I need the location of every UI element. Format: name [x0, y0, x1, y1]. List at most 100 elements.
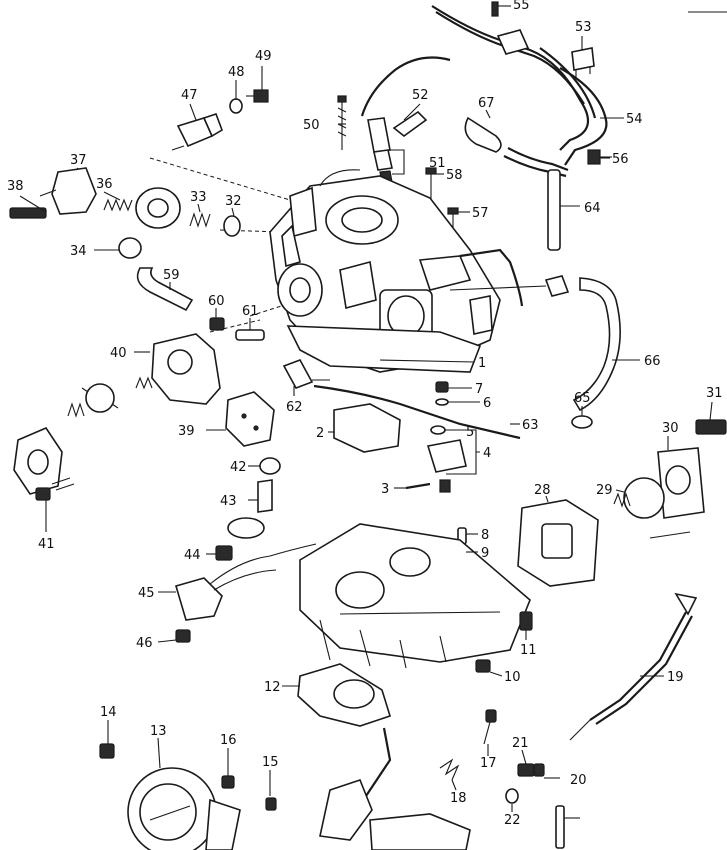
- part-diaphragm-cover-small: [81, 383, 119, 413]
- label-2: 2: [316, 426, 324, 441]
- part-28-pump-body: [517, 499, 599, 587]
- label-38: 39: [178, 424, 195, 439]
- part-5-washer: [430, 425, 446, 435]
- part-35-spring: [103, 198, 133, 212]
- label-21: 21: [512, 736, 529, 751]
- part-48-bolt: [246, 89, 269, 103]
- label-28: 28: [534, 483, 551, 498]
- label-51: 52: [412, 88, 429, 103]
- part-33-spring: [189, 212, 211, 228]
- label-6: 6: [483, 396, 491, 411]
- part-52-connector: [571, 47, 595, 78]
- label-8: 8: [481, 528, 489, 543]
- part-linkage-rod: [459, 248, 570, 307]
- part-50-switch: [360, 56, 451, 184]
- part-16-nut: [221, 775, 235, 789]
- part-59-bolt: [209, 317, 225, 331]
- label-13: 13: [150, 724, 167, 739]
- label-50: 51: [429, 156, 446, 171]
- label-39: 40: [110, 346, 127, 361]
- part-44-switch: [175, 543, 317, 621]
- part-30-plate: [657, 447, 705, 519]
- part-53-harness: [539, 47, 608, 166]
- label-49: 50: [303, 118, 320, 133]
- label-7: 7: [475, 382, 483, 397]
- label-20: 20: [570, 773, 587, 788]
- label-67: 67: [478, 96, 495, 111]
- label-57: 58: [446, 168, 463, 183]
- part-61-solenoid: [282, 359, 330, 389]
- part-39-housing: [151, 333, 221, 405]
- part-54-screw: [491, 1, 499, 17]
- part-60-pin: [235, 329, 265, 341]
- part-40-housing: [13, 427, 75, 501]
- part-wire-harness: [431, 5, 590, 151]
- part-21-fitting: [517, 763, 535, 777]
- label-18: 18: [450, 791, 467, 806]
- label-29: 29: [596, 483, 613, 498]
- label-41: 42: [230, 460, 247, 475]
- part-37-screw: [9, 207, 47, 219]
- part-throttle-linkage: [319, 727, 471, 850]
- part-2-sensor: [333, 403, 401, 453]
- label-40: 41: [38, 537, 55, 552]
- guide-line: [149, 157, 291, 201]
- part-63-tube: [547, 169, 561, 251]
- label-61: 62: [286, 400, 303, 415]
- part-1-gasket: [286, 325, 482, 373]
- label-35: 36: [96, 177, 113, 192]
- part-7-nut: [435, 381, 449, 393]
- label-4: 4: [483, 446, 491, 461]
- part-13-cover: [127, 767, 241, 850]
- label-32: 32: [225, 194, 242, 209]
- part-38-cover-plate: [225, 391, 275, 447]
- label-16: 16: [220, 733, 237, 748]
- label-54: 55: [513, 0, 530, 13]
- part-3-pin: [405, 482, 431, 490]
- part-36-cover: [39, 167, 97, 215]
- part-14-screw: [99, 743, 115, 759]
- part-29-diaphragm: [613, 477, 691, 539]
- part-diaphragm-housing: [135, 187, 181, 229]
- part-11-screw: [519, 611, 533, 631]
- label-55: 56: [612, 152, 629, 167]
- leader-lines: [19, 5, 713, 819]
- label-10: 10: [504, 670, 521, 685]
- label-36: 37: [70, 153, 87, 168]
- part-41-ring: [259, 457, 281, 475]
- label-37: 38: [7, 179, 24, 194]
- label-48: 49: [255, 49, 272, 64]
- part-66-clamp: [571, 415, 593, 429]
- part-20-nut: [533, 763, 545, 777]
- label-60: 61: [242, 304, 259, 319]
- label-12: 12: [264, 680, 281, 695]
- part-49-screw: [337, 95, 347, 150]
- part-32-washer: [223, 215, 241, 237]
- label-66: 65: [574, 391, 591, 406]
- part-6-washer: [435, 398, 449, 406]
- label-14: 14: [100, 705, 117, 720]
- part-17-screw: [483, 709, 497, 745]
- label-17: 17: [480, 756, 497, 771]
- label-62: 63: [522, 418, 539, 433]
- part-67-hose: [464, 116, 569, 178]
- label-65: 66: [644, 354, 661, 369]
- part-42-valve: [227, 479, 273, 539]
- label-58: 59: [163, 268, 180, 283]
- label-9: 9: [481, 546, 489, 561]
- label-56: 57: [472, 206, 489, 221]
- label-31: 31: [706, 386, 723, 401]
- part-4-bracket: [426, 439, 467, 493]
- part-10-screw: [475, 659, 491, 673]
- part-62-rod: [313, 384, 521, 440]
- part-9-throttle-body: [299, 523, 531, 669]
- label-43: 44: [184, 548, 201, 563]
- part-46-solenoid: [171, 112, 223, 151]
- part-spring-left: [135, 376, 153, 390]
- part-19-cable: [569, 592, 698, 741]
- part-22-washer: [505, 788, 519, 804]
- part-31-screw: [695, 419, 727, 435]
- label-22: 22: [504, 813, 521, 828]
- label-59: 60: [208, 294, 225, 309]
- label-1: 1: [478, 356, 486, 371]
